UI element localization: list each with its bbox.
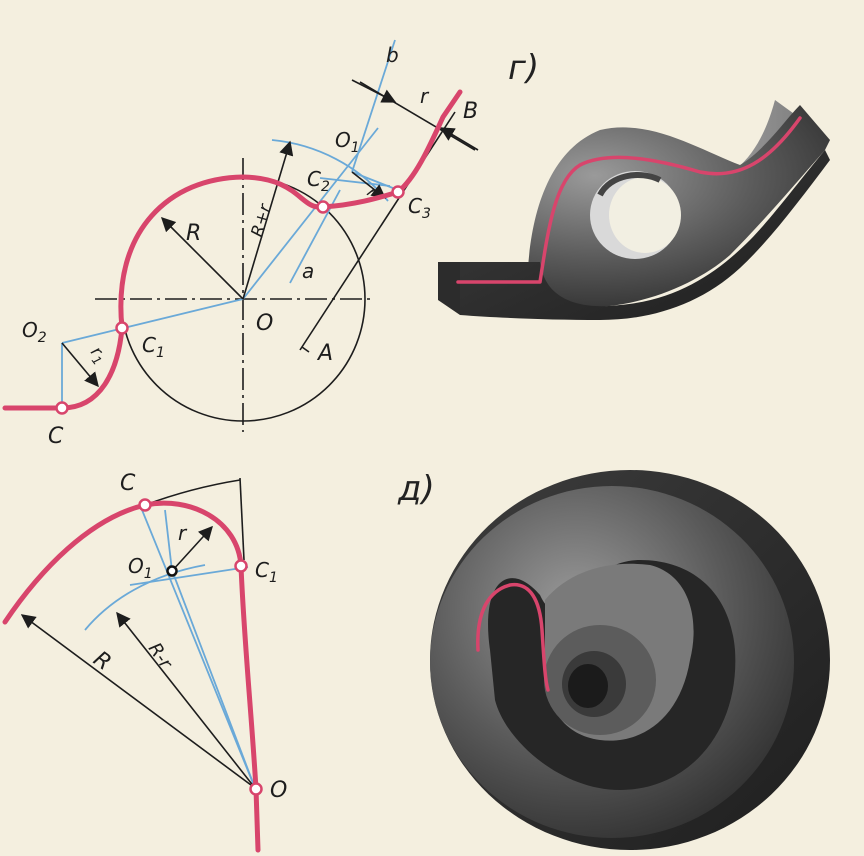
label-O2: O2 — [22, 318, 47, 346]
line-O-C — [139, 504, 256, 789]
label-C2: C2 — [307, 167, 330, 195]
arrow-r-small — [351, 171, 387, 199]
line-A-B — [299, 111, 456, 351]
label-O1: O1 — [128, 554, 153, 582]
label-R-plus-r: R+r — [248, 201, 277, 239]
figure-g-3d-contour — [456, 116, 802, 284]
caption-g: г) — [508, 48, 539, 88]
label-C: C — [48, 424, 64, 449]
figure-g-3d-part — [438, 100, 830, 320]
label-R: R — [186, 221, 201, 246]
label-C1: C1 — [255, 558, 278, 586]
label-C1: C1 — [142, 333, 165, 361]
arrow-r1 — [61, 342, 99, 388]
label-C3: C3 — [408, 194, 431, 222]
hole-shadow — [597, 172, 662, 197]
figure-g-construction: г) b r B O1 C2 C3 R R+r r a O A O2 C1 r1… — [2, 39, 539, 449]
line-O-O1 — [169, 564, 256, 789]
base-front-face — [460, 150, 830, 320]
arrow-R — [160, 216, 244, 300]
point-C — [55, 401, 69, 415]
base-end-face — [438, 262, 460, 315]
point-C3 — [391, 185, 405, 199]
label-a: a — [302, 259, 314, 283]
label-R: R — [88, 647, 115, 676]
arc-R-minus-r — [84, 564, 206, 631]
tangent-line — [239, 477, 245, 561]
label-r-top: r — [420, 84, 430, 108]
caption-d: д) — [397, 469, 435, 509]
line-O1-C — [164, 509, 173, 572]
arrow-R — [20, 614, 256, 789]
dim-arrow-b — [351, 79, 397, 103]
figure-d-3d-contour — [476, 583, 550, 692]
figure-d-3d-part — [430, 470, 830, 850]
figure-g-contour — [2, 89, 463, 411]
label-b: b — [386, 43, 399, 67]
line-O-O2 — [61, 298, 244, 344]
label-r: r — [178, 521, 188, 545]
point-C1 — [115, 321, 129, 335]
label-B: B — [463, 99, 478, 124]
label-R-minus-r: R-r — [144, 639, 177, 674]
dim-arrow-r — [439, 127, 479, 151]
line-O1-C1 — [129, 566, 249, 586]
figure-d-contour — [2, 500, 261, 853]
point-O1 — [166, 565, 178, 577]
point-O — [249, 782, 263, 796]
label-C: C — [120, 471, 136, 496]
line-b — [351, 39, 396, 173]
hole-through — [609, 177, 681, 253]
line-O-O1 — [242, 127, 379, 300]
point-C1 — [234, 559, 248, 573]
point-C2 — [316, 200, 330, 214]
tick-A — [301, 346, 310, 353]
point-C — [138, 498, 152, 512]
label-r1: r1 — [84, 343, 110, 368]
label-O1: O1 — [335, 128, 360, 156]
arrow-r — [171, 525, 213, 572]
arrow-R-minus-r — [116, 611, 256, 789]
label-O: O — [270, 778, 287, 803]
label-O: O — [256, 311, 273, 336]
arrow-R-plus-r — [242, 140, 294, 300]
label-A: A — [316, 341, 333, 366]
figure-d-construction: д) C O1 r C1 R R-r O — [2, 469, 435, 853]
hub-hole — [568, 664, 608, 708]
